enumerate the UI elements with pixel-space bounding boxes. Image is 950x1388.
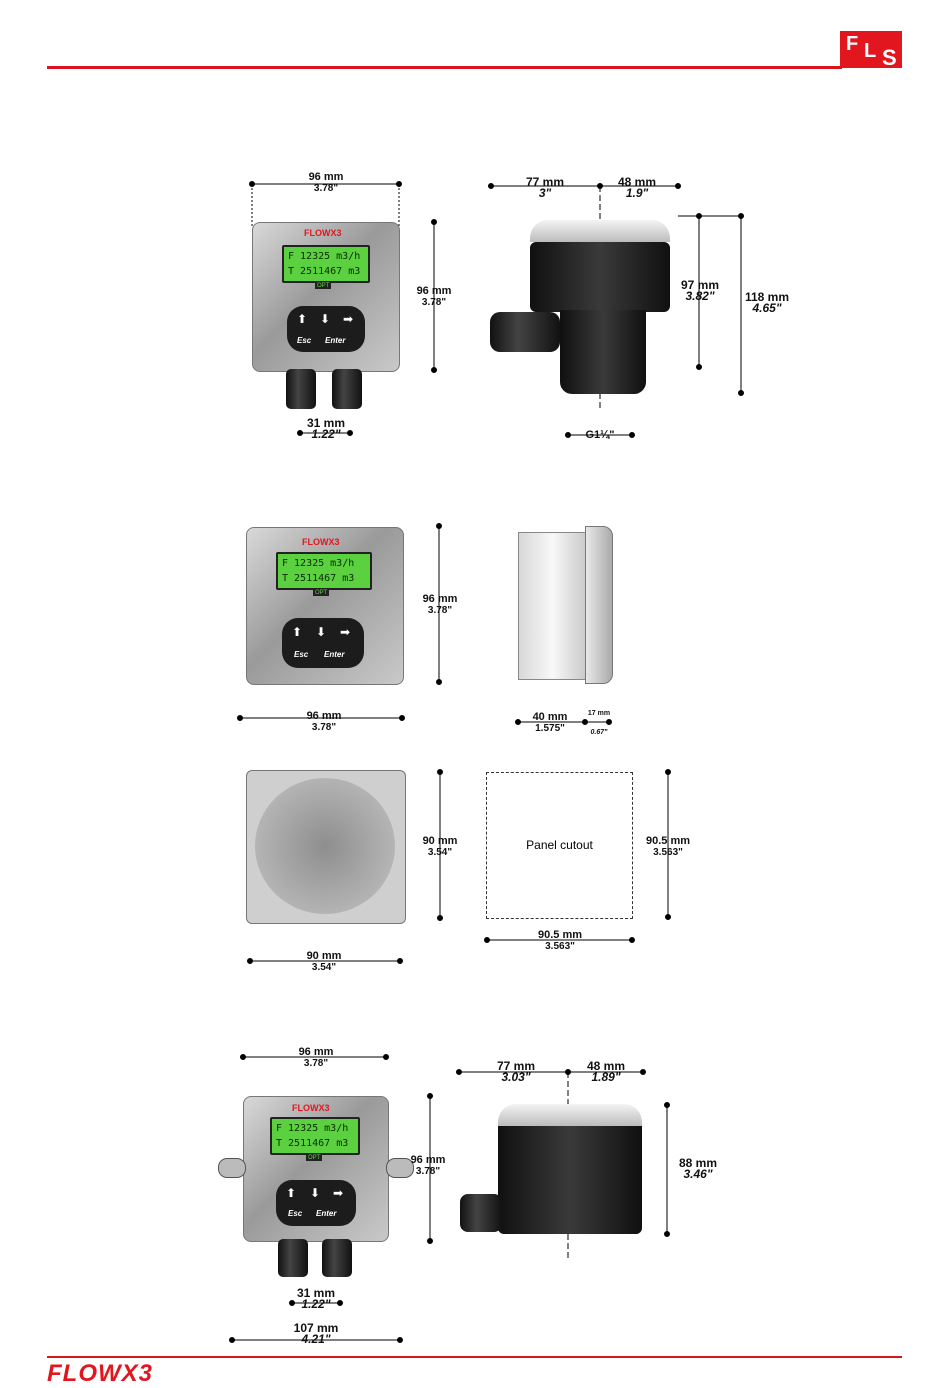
d3-back-plate [255, 778, 395, 914]
d1-side-lower [560, 310, 646, 394]
d2-lcd-line1: F 12325 m3/h [282, 558, 355, 569]
header-rule [47, 66, 842, 69]
d3-panel-cutout [486, 772, 633, 919]
d4-bracket-right [386, 1158, 414, 1178]
d4-brand: FLOWX3 [292, 1103, 330, 1113]
d4-lcd-line2: T 2511467 m3 [276, 1138, 349, 1149]
d2-keypad: ⬆ ⬇ ➡ Esc Enter [282, 618, 364, 668]
fls-logo: F L S [840, 31, 902, 70]
d1-lcd: F 12325 m3/h T 2511467 m3 [282, 245, 370, 283]
d1-lcd-line2: T 2511467 m3 [288, 266, 361, 277]
d2-lcd-line2: T 2511467 m3 [282, 573, 355, 584]
d4-gland-right [322, 1239, 352, 1277]
d1-esc-key: Esc [297, 336, 312, 345]
d2-esc-key: Esc [294, 650, 309, 659]
d2-lcd-tag: OPT [313, 590, 330, 596]
d2-down-icon: ⬇ [316, 625, 327, 639]
d3-cutout-label: Panel cutout [526, 838, 593, 852]
d1-keypad: ⬆ ⬇ ➡ Esc Enter [287, 306, 365, 352]
d4-bracket-left [218, 1158, 246, 1178]
d1-side-body [530, 242, 670, 312]
d1-gland-left [286, 369, 316, 409]
d1-side-gland [490, 312, 560, 352]
d2-lcd: F 12325 m3/h T 2511467 m3 [276, 552, 372, 590]
d2-side-body [518, 532, 588, 680]
d1-enter-key: Enter [325, 336, 346, 345]
d2-brand: FLOWX3 [302, 537, 340, 547]
d4-side-gland [460, 1194, 502, 1232]
d4-esc-key: Esc [288, 1209, 303, 1218]
d4-side-cap [498, 1104, 642, 1126]
logo-letter-s: S [882, 45, 897, 70]
d1-side-cap [530, 220, 670, 242]
d1-lcd-tag: OPT [315, 283, 332, 289]
d2-up-icon: ⬆ [292, 625, 303, 639]
d1-gland-right [332, 369, 362, 409]
d2-side-bezel [585, 526, 613, 684]
d1-up-icon: ⬆ [297, 312, 308, 326]
d1-lcd-line1: F 12325 m3/h [288, 251, 361, 262]
d1-thread-label: G1¼" [585, 429, 615, 441]
d4-enter-key: Enter [316, 1209, 337, 1218]
d4-gland-left [278, 1239, 308, 1277]
footer-rule [47, 1356, 902, 1358]
d4-lcd-line1: F 12325 m3/h [276, 1123, 349, 1134]
d4-side-body [498, 1126, 642, 1234]
footer-brand: FLOWX3 [47, 1360, 153, 1387]
d4-lcd: F 12325 m3/h T 2511467 m3 [270, 1117, 360, 1155]
logo-letter-l: L [864, 40, 877, 62]
d1-right-icon: ➡ [343, 312, 354, 326]
d4-keypad: ⬆ ⬇ ➡ Esc Enter [276, 1180, 356, 1226]
d4-right-icon: ➡ [333, 1186, 344, 1200]
d1-brand: FLOWX3 [304, 228, 342, 238]
d4-lcd-tag: OPT [306, 1155, 323, 1161]
d4-up-icon: ⬆ [286, 1186, 297, 1200]
d1-down-icon: ⬇ [320, 312, 331, 326]
d4-down-icon: ⬇ [310, 1186, 321, 1200]
d2-enter-key: Enter [324, 650, 345, 659]
logo-letter-f: F [846, 33, 859, 55]
d2-right-icon: ➡ [340, 625, 351, 639]
